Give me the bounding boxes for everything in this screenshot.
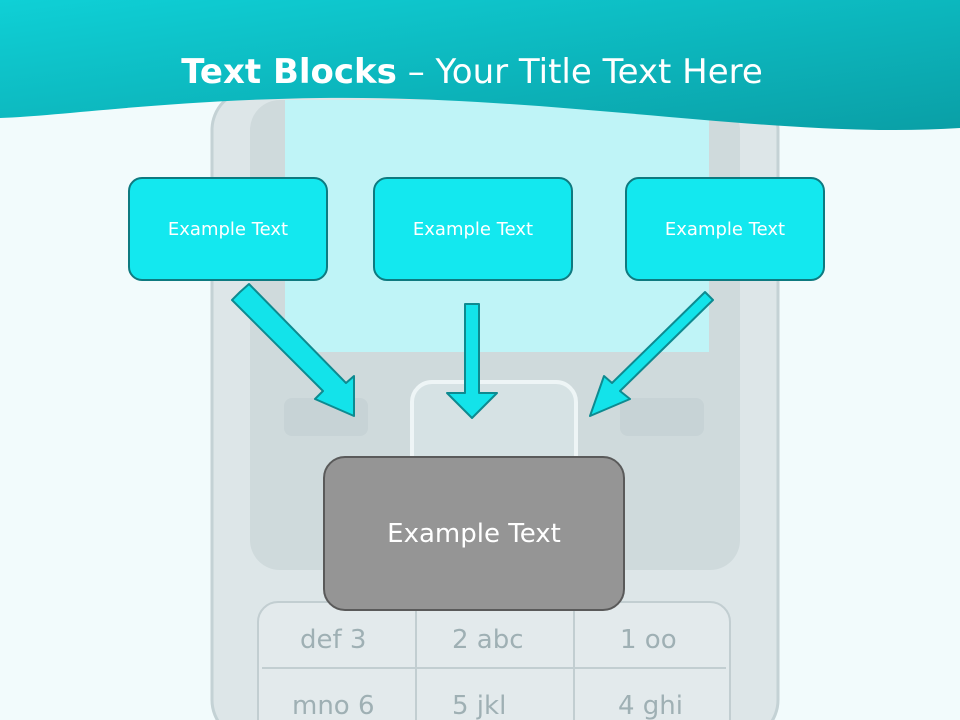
key-4-label: 4 ghi [618,691,683,720]
arrow-center-down [446,303,498,419]
title-rest: Your Title Text Here [435,52,763,92]
text-block-main[interactable]: Example Text [323,456,625,611]
arrow-right-to-center [589,291,714,417]
text-block-center-label: Example Text [412,218,534,240]
key-6-label: mno 6 [292,691,375,720]
text-block-main-label: Example Text [387,518,561,549]
text-block-left-label: Example Text [167,218,289,240]
text-block-right[interactable]: Example Text [625,177,825,281]
title-dash: – [396,52,436,92]
key-1-label: 1 oo [620,625,677,655]
key-5-label: 5 jkl [452,691,506,720]
key-3-label: def 3 [300,625,366,655]
text-block-center[interactable]: Example Text [373,177,573,281]
arrow-left-to-center [231,283,355,417]
slide-title: Text Blocks – Your Title Text Here [0,52,944,92]
text-block-left[interactable]: Example Text [128,177,328,281]
text-block-right-label: Example Text [664,218,786,240]
title-bold-part: Text Blocks [181,52,397,92]
key-2-label: 2 abc [452,625,524,655]
